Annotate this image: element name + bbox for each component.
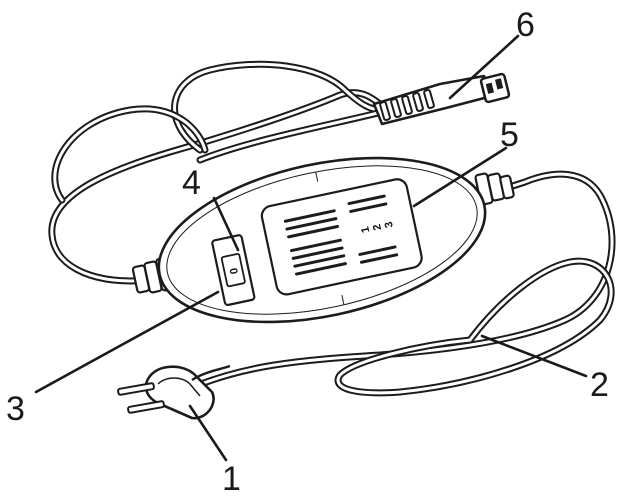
power-cord [48, 60, 616, 397]
leader-5 [412, 146, 508, 208]
leader-6 [448, 34, 520, 100]
callout-5: 5 [500, 116, 519, 154]
switch-mark: 0 [228, 267, 241, 275]
plug-prongs [117, 382, 165, 414]
leader-2 [480, 334, 588, 378]
dc-connector [372, 72, 511, 126]
leader-4 [212, 196, 240, 252]
panel-level-3: 3 [383, 220, 396, 228]
mains-plug [117, 364, 231, 420]
callout-2: 2 [590, 366, 609, 404]
control-unit: 0 1 2 [131, 156, 515, 324]
callout-4: 4 [182, 164, 201, 202]
leader-lines [34, 34, 588, 462]
callout-1: 1 [222, 460, 241, 496]
connector-grip-ribs [379, 88, 435, 122]
setting-panel[interactable]: 1 2 3 [260, 177, 423, 296]
power-switch[interactable]: 0 [211, 234, 256, 307]
callout-3: 3 [6, 390, 25, 428]
panel-vent-slots [283, 194, 399, 276]
leader-1 [188, 404, 228, 462]
connector-tip [479, 72, 511, 104]
panel-level-2: 2 [371, 223, 384, 231]
callout-6: 6 [516, 6, 535, 44]
leader-3 [34, 290, 220, 394]
panel-level-1: 1 [359, 225, 372, 233]
